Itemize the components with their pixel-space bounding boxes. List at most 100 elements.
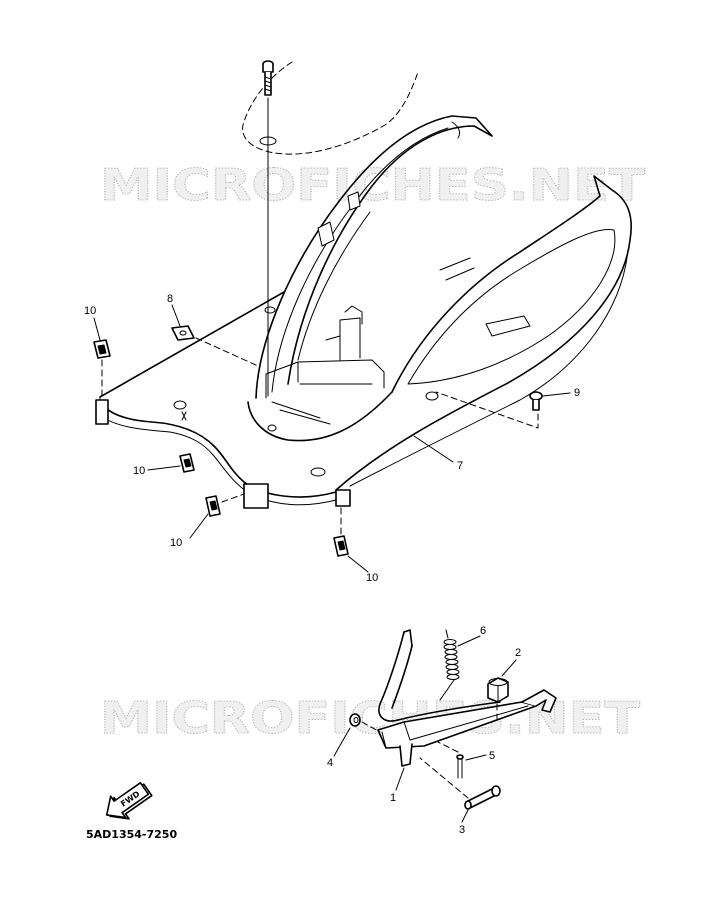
assembly-line — [435, 391, 539, 429]
floor-fasteners — [93, 325, 543, 557]
floor-mark — [181, 411, 187, 421]
leader-line — [413, 435, 454, 463]
front-arm-panel-detail — [485, 315, 531, 337]
stand-top-tab — [403, 629, 413, 647]
callout-label: 9 — [574, 387, 580, 399]
callout-label: 10 — [170, 537, 182, 549]
leader-line — [542, 392, 571, 397]
screw-head — [529, 391, 543, 401]
callout-label: 6 — [480, 625, 486, 637]
stand-foot-tab — [399, 743, 413, 767]
spring-coil — [444, 649, 458, 655]
assembly-line — [419, 757, 469, 799]
compartment-details — [271, 305, 373, 425]
spring-hooks — [439, 629, 455, 701]
seat-phantom-line — [242, 61, 419, 155]
front-arm-opening — [407, 228, 616, 385]
floor-top-edge — [99, 291, 285, 398]
leader-line — [347, 555, 369, 573]
spring-coil — [445, 659, 459, 665]
clip-nut-window — [337, 540, 346, 551]
part-code: 5AD1354-7250 — [86, 828, 177, 841]
leader-line — [171, 304, 181, 327]
cotter-pin — [437, 741, 464, 779]
floor-panel — [95, 115, 632, 509]
front-arm-outer-edge — [335, 175, 632, 491]
compartment-box — [265, 359, 385, 399]
stand-body-edges — [381, 705, 529, 749]
leader-line — [93, 317, 101, 341]
leader-line — [461, 809, 469, 823]
stand-spring-hook — [521, 689, 557, 713]
callout-label: 3 — [459, 824, 465, 836]
callout-label: 7 — [457, 460, 463, 472]
bottom-mounting-tab — [335, 489, 351, 507]
nut-hole — [179, 330, 187, 336]
spring-coil — [443, 639, 457, 645]
stand-pin-end — [464, 800, 472, 810]
callout-label: 5 — [489, 750, 495, 762]
rear-arm-rib — [297, 211, 371, 361]
leader-line — [457, 635, 481, 647]
rear-arm-tab — [347, 191, 361, 211]
stand-callouts: 6 2 4 5 1 3 — [327, 625, 521, 836]
bottom-mounting-tab — [243, 483, 269, 509]
floor-hole — [264, 306, 276, 314]
leader-line — [147, 465, 181, 471]
leader-line — [333, 727, 351, 757]
spring — [439, 629, 460, 701]
floor-front-edge — [99, 399, 337, 498]
washer-hole — [353, 717, 359, 723]
leader-line — [501, 659, 517, 677]
screw-shaft — [532, 399, 540, 411]
callout-label: 1 — [390, 792, 396, 804]
cotter-pin-legs — [457, 757, 463, 779]
floor-hole — [267, 424, 277, 432]
leader-line — [189, 513, 209, 539]
floor-panel-callouts: 10 8 9 7 10 10 10 — [84, 293, 580, 584]
leader-line — [395, 767, 405, 791]
front-arm-lower-flange — [349, 249, 629, 487]
nut — [171, 325, 195, 341]
front-arm-rib — [439, 257, 475, 281]
callout-label: 10 — [366, 572, 378, 584]
assembly-line — [195, 337, 259, 367]
top-screw-shaft — [264, 71, 272, 96]
leader-line — [465, 754, 487, 761]
floor-front-edge-lip — [103, 417, 337, 506]
stand-pin-end — [491, 785, 501, 797]
clip-nut-window — [183, 458, 192, 468]
clip-nut-window — [97, 344, 107, 355]
callout-label: 10 — [84, 305, 96, 317]
rear-arm-tab — [317, 221, 335, 247]
stand-leg-inner — [391, 645, 413, 709]
stand-leg-outer — [378, 631, 405, 722]
assembly-line — [221, 493, 245, 503]
bolt — [487, 677, 509, 721]
top-screw — [262, 60, 274, 397]
top-screw-collar — [262, 63, 274, 73]
fwd-arrow-shadow — [109, 783, 153, 820]
spring-coil — [446, 674, 460, 680]
spring-coil — [446, 669, 460, 675]
stand-pin — [419, 757, 501, 810]
washer-outer — [349, 713, 361, 727]
left-mounting-tab — [95, 399, 109, 425]
washer — [349, 713, 381, 733]
floor-hole — [425, 391, 439, 401]
rear-arm-notch — [451, 121, 461, 139]
fwd-arrow-body — [105, 781, 150, 819]
center-opening-edge — [247, 391, 393, 442]
callout-label: 2 — [515, 647, 521, 659]
floor-hole — [310, 467, 326, 477]
spring-coil — [444, 654, 458, 660]
floor-hole — [173, 400, 187, 410]
stand-crossbar — [397, 701, 501, 721]
rear-arm-flange — [271, 127, 449, 393]
center-stand — [377, 629, 557, 767]
watermarks: MICROFICHES.NET MICROFICHES.NET — [100, 160, 646, 745]
callout-label: 10 — [133, 465, 145, 477]
clip-nut-window — [209, 500, 218, 511]
spring-coil — [443, 644, 457, 650]
